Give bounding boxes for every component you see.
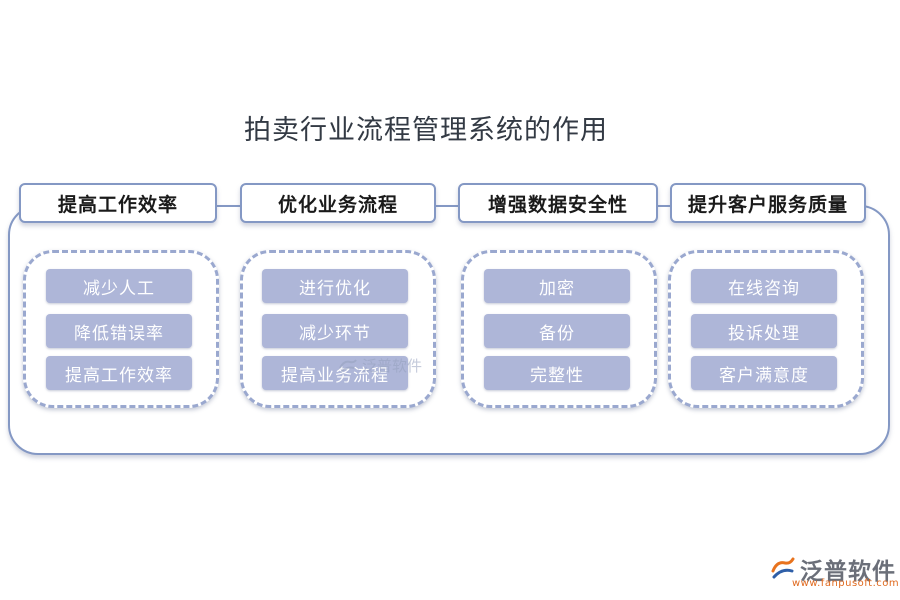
column-group-2: 进行优化 减少环节 提高业务流程 xyxy=(240,250,436,408)
list-item: 在线咨询 xyxy=(691,269,837,303)
list-item: 加密 xyxy=(484,269,630,303)
list-item: 提高业务流程 xyxy=(262,356,408,390)
column-header-3: 增强数据安全性 xyxy=(458,183,658,223)
logo-url: www.fanpusoft.com xyxy=(792,578,900,589)
fanpu-logo-icon xyxy=(771,557,795,579)
column-header-1: 提高工作效率 xyxy=(19,183,217,223)
list-item: 备份 xyxy=(484,314,630,348)
watermark: 泛普软件 xyxy=(338,355,422,376)
list-item: 降低错误率 xyxy=(46,314,192,348)
watermark-text: 泛普软件 xyxy=(362,357,423,375)
list-item: 提高工作效率 xyxy=(46,356,192,390)
column-header-2: 优化业务流程 xyxy=(240,183,436,223)
list-item: 客户满意度 xyxy=(691,356,837,390)
list-item: 投诉处理 xyxy=(691,314,837,348)
list-item: 进行优化 xyxy=(262,269,408,303)
brand-logo: 泛普软件 xyxy=(770,552,896,586)
logo-name: 泛普软件 xyxy=(800,559,896,585)
column-group-4: 在线咨询 投诉处理 客户满意度 xyxy=(668,250,864,408)
diagram-title: 拍卖行业流程管理系统的作用 xyxy=(244,115,608,146)
list-item: 完整性 xyxy=(484,356,630,390)
column-group-1: 减少人工 降低错误率 提高工作效率 xyxy=(23,250,219,408)
watermark-logo-icon xyxy=(339,358,357,373)
column-group-3: 加密 备份 完整性 xyxy=(461,250,657,408)
column-header-4: 提升客户服务质量 xyxy=(670,183,866,223)
list-item: 减少环节 xyxy=(262,314,408,348)
list-item: 减少人工 xyxy=(46,269,192,303)
